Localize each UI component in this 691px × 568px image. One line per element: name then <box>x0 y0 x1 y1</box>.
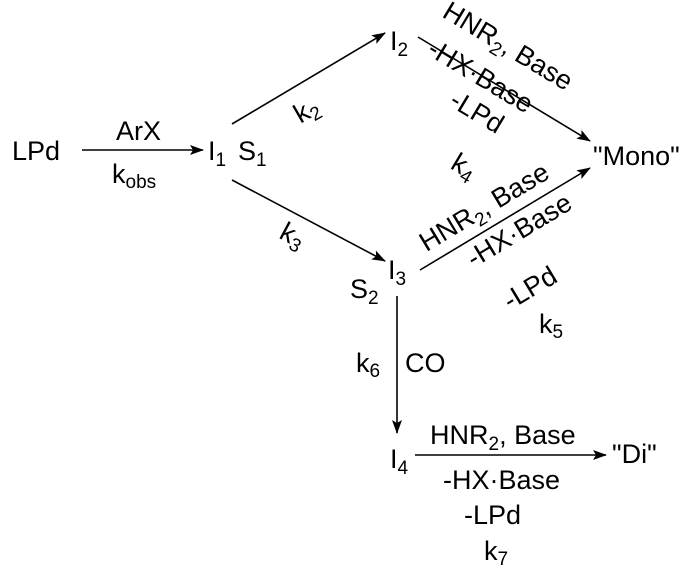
rate-kobs: kobs <box>112 159 156 193</box>
species-s1: S1 <box>238 136 267 171</box>
species-i4: I4 <box>390 444 409 479</box>
rate-k2: k2 <box>288 91 326 132</box>
rate-k6: k6 <box>356 348 380 382</box>
arrow-i3-to-mono <box>419 167 591 271</box>
reagent-arx: ArX <box>116 116 161 146</box>
conditions-i3-to-mono: HNR2, Base -HX·Base <box>414 157 577 274</box>
conditions-i4-to-di-line1: HNR2, Base <box>430 420 576 455</box>
species-lpd: LPd <box>12 136 60 166</box>
conditions-i3-to-mono-line3: -LPd <box>498 260 562 315</box>
conditions-i4-to-di-line2: -HX·Base <box>443 465 560 495</box>
species-di: "Di" <box>612 439 657 469</box>
reagent-co: CO <box>405 348 446 378</box>
rate-k3: k3 <box>273 216 310 257</box>
conditions-i4-to-di-line3: -LPd <box>464 500 521 530</box>
arrow-i1-to-i2 <box>231 32 386 125</box>
arrow-i1-to-i3 <box>231 179 386 262</box>
species-i1: I1 <box>208 136 226 171</box>
rate-k7: k7 <box>484 536 508 568</box>
species-mono: "Mono" <box>593 141 680 171</box>
rate-k4: k4 <box>444 147 483 189</box>
arrow-i2-to-mono <box>417 36 591 142</box>
species-i2: I2 <box>390 26 408 61</box>
species-i3: I3 <box>388 255 406 290</box>
species-s2: S2 <box>350 274 379 309</box>
rate-k5: k5 <box>539 309 563 343</box>
